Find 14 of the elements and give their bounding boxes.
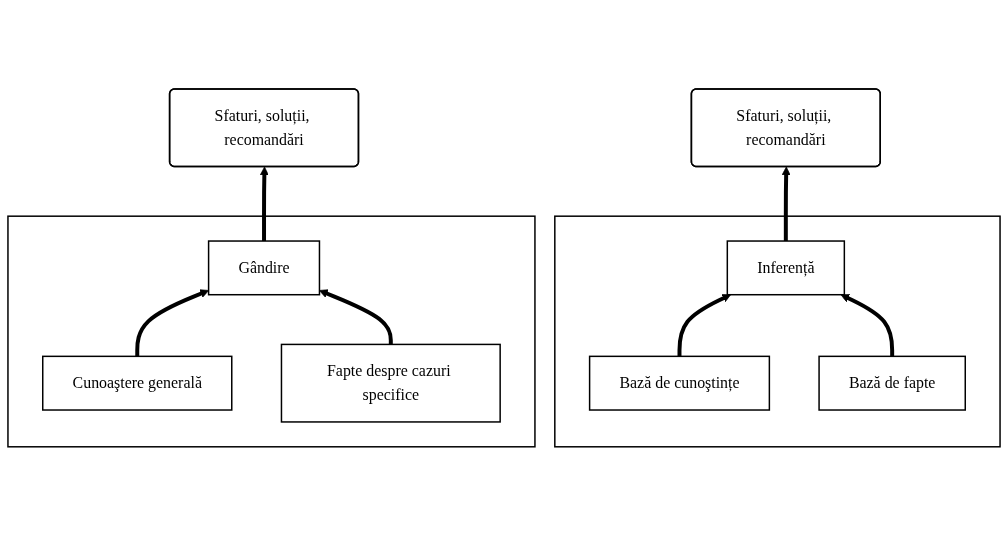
cluster (554, 215, 1001, 448)
arrow (677, 293, 731, 356)
node-box: Inferență (726, 239, 846, 296)
arrow (319, 289, 393, 345)
node-box: Bază de cunoştințe (588, 355, 771, 411)
cluster (7, 215, 536, 448)
arrow (840, 293, 895, 356)
node-box: Gândire (207, 239, 321, 296)
arrow (260, 166, 269, 241)
node-box: Fapte despre cazuri specifice (280, 343, 501, 423)
arrow (135, 289, 209, 356)
node-box: Cunoaştere generală (42, 355, 233, 411)
arrow (781, 166, 791, 241)
node-box: Bază de fapte (818, 355, 966, 411)
